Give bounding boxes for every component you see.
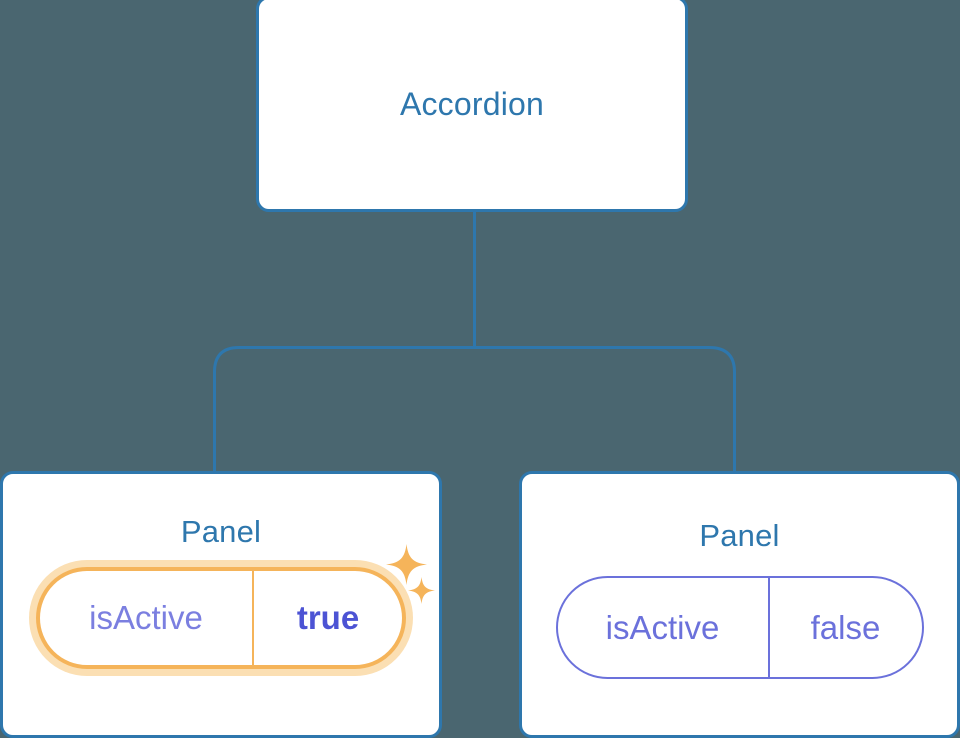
node-panel-inactive[interactable]: Panel isActive false: [519, 471, 960, 738]
prop-pill-wrap-inactive: isActive false: [555, 551, 924, 679]
prop-key: isActive: [40, 571, 254, 665]
prop-key: isActive: [558, 578, 770, 677]
prop-pill-wrap-active: isActive true: [36, 547, 406, 669]
prop-value: true: [296, 599, 360, 636]
node-accordion-title: Accordion: [399, 86, 545, 122]
prop-pill-isactive-true[interactable]: isActive true: [36, 567, 406, 669]
node-panel-active[interactable]: Panel isActive true: [0, 471, 442, 738]
prop-pill-isactive-false[interactable]: isActive false: [555, 576, 924, 679]
node-accordion[interactable]: Accordion: [256, 0, 688, 212]
edge-branch-to-panel-left: [213, 346, 475, 472]
node-panel-inactive-title: Panel: [699, 518, 780, 553]
node-panel-active-title: Panel: [180, 514, 262, 549]
prop-value: false: [810, 608, 881, 646]
edge-branch-to-panel-right: [474, 346, 736, 472]
